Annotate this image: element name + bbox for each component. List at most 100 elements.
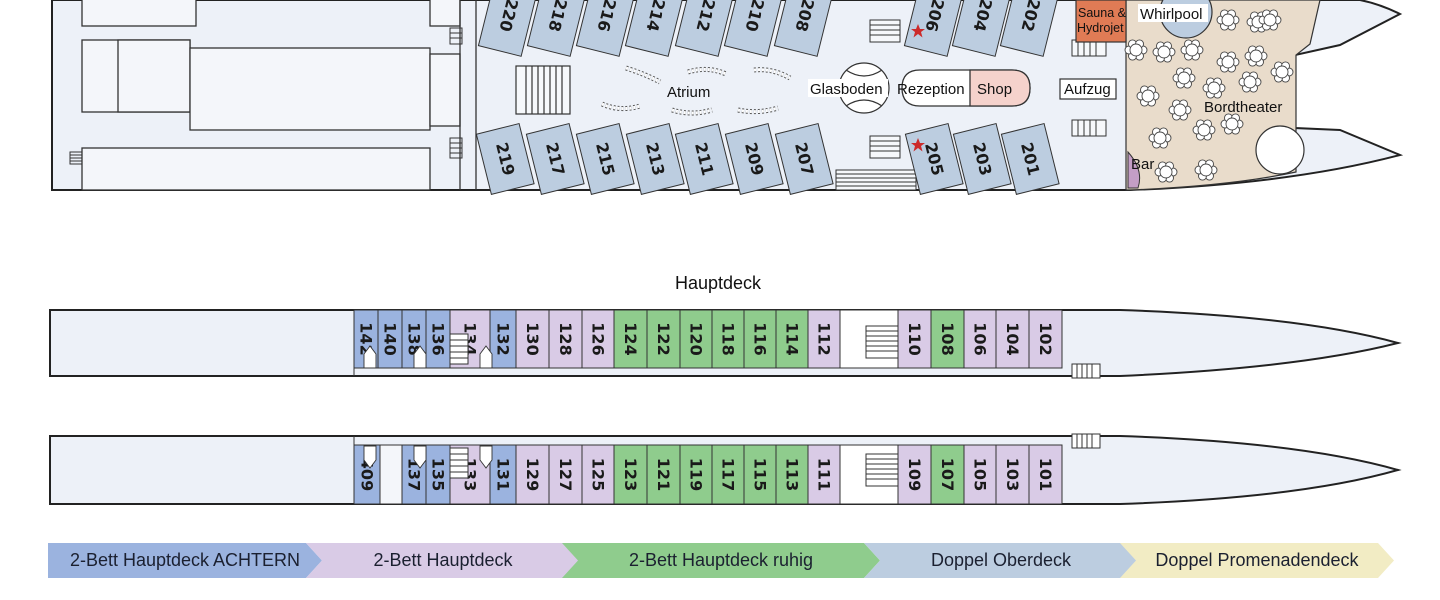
center-stairs — [835, 19, 917, 191]
cabin-121[interactable]: 121 — [646, 444, 681, 505]
cabin-103[interactable]: 103 — [995, 444, 1030, 505]
legend-hauptdeck-label: 2-Bett Hauptdeck — [373, 550, 513, 570]
cabin-201[interactable]: 201 — [1000, 122, 1060, 195]
cabin-210[interactable]: 210 — [723, 0, 786, 57]
cabin-212[interactable]: 212 — [674, 0, 737, 57]
cabin-217[interactable]: 217 — [525, 122, 585, 195]
cabin-132-box — [489, 309, 517, 369]
cabin-136[interactable]: 136 — [425, 309, 451, 369]
cabin-206[interactable]: 206 — [903, 0, 966, 57]
cabin-209[interactable]: 209 — [724, 122, 784, 195]
cabin-102[interactable]: 102 — [1028, 309, 1063, 369]
cabin-208[interactable]: 208 — [773, 0, 836, 57]
cabin-105[interactable]: 105 — [963, 444, 997, 505]
rezeption-label: Rezeption — [897, 81, 965, 98]
glasboden: Glasboden — [808, 62, 890, 114]
cabin-140[interactable]: 140 — [377, 309, 403, 369]
cabin-202[interactable]: 202 — [999, 0, 1062, 57]
theater-table — [1258, 9, 1282, 31]
cabin-129[interactable]: 129 — [515, 444, 550, 505]
cabin-214[interactable]: 214 — [624, 0, 687, 57]
cabin-number: 124 — [621, 322, 640, 355]
cabin-123-box — [613, 444, 648, 505]
cabin-220-box — [477, 0, 540, 57]
cabin-218[interactable]: 218 — [526, 0, 589, 57]
whirlpool-label: Whirlpool — [1140, 6, 1203, 23]
cabin-108-box — [930, 309, 965, 369]
cabin-128[interactable]: 128 — [548, 309, 583, 369]
cabin-110-box — [897, 309, 932, 369]
cabin-101[interactable]: 101 — [1028, 444, 1063, 505]
cabin-213-wrap: 213 — [625, 122, 685, 195]
cabin-number: 109 — [905, 458, 924, 491]
cabin-104[interactable]: 104 — [995, 309, 1030, 369]
stage-round — [1255, 125, 1305, 175]
cabin-203[interactable]: 203 — [952, 122, 1012, 195]
cabin-103-box — [995, 444, 1030, 505]
cabin-number: 131 — [494, 458, 513, 491]
cabin-118[interactable]: 118 — [711, 309, 745, 369]
theater-table — [1216, 51, 1240, 73]
cabin-216[interactable]: 216 — [575, 0, 638, 57]
cabin-116[interactable]: 116 — [743, 309, 777, 369]
cabin-135[interactable]: 135 — [425, 444, 451, 505]
cabin-number: 140 — [381, 322, 400, 355]
atrium-label: Atrium — [667, 84, 710, 101]
theater-table — [1148, 127, 1172, 149]
cabin-101-box — [1028, 444, 1063, 505]
cabin-125[interactable]: 125 — [581, 444, 615, 505]
sauna-label-1: Sauna & — [1078, 6, 1127, 20]
cabin-123[interactable]: 123 — [613, 444, 648, 505]
cabin-210-box — [723, 0, 786, 57]
cabin-122-box — [646, 309, 681, 369]
cabin-107[interactable]: 107 — [930, 444, 965, 505]
cabin-130[interactable]: 130 — [515, 309, 550, 369]
cabin-212-wrap: 212 — [674, 0, 737, 57]
theater-table — [1244, 45, 1268, 67]
cabin-113[interactable]: 113 — [775, 444, 809, 505]
cabin-124[interactable]: 124 — [613, 309, 648, 369]
legend-achtern-label: 2-Bett Hauptdeck ACHTERN — [69, 550, 301, 570]
cabin-112[interactable]: 112 — [807, 309, 841, 369]
cabin-115-box — [743, 444, 777, 505]
cabin-211[interactable]: 211 — [674, 122, 734, 195]
suite-206-star-icon — [911, 24, 925, 38]
cabin-106[interactable]: 106 — [963, 309, 997, 369]
cabin-127[interactable]: 127 — [548, 444, 583, 505]
cabin-102-box — [1028, 309, 1063, 369]
cabin-109[interactable]: 109 — [897, 444, 932, 505]
cabin-115[interactable]: 115 — [743, 444, 777, 505]
cabin-219[interactable]: 219 — [475, 122, 535, 195]
sauna-room — [1075, 0, 1127, 43]
theater-table — [1152, 41, 1176, 63]
cabin-108[interactable]: 108 — [930, 309, 965, 369]
cabin-114[interactable]: 114 — [775, 309, 809, 369]
cabin-110[interactable]: 110 — [897, 309, 932, 369]
cabin-131[interactable]: 131 — [489, 444, 517, 505]
cabin-202-wrap: 202 — [999, 0, 1062, 57]
cabin-213[interactable]: 213 — [625, 122, 685, 195]
cabin-120[interactable]: 120 — [679, 309, 713, 369]
cabin-129-box — [515, 444, 550, 505]
cabin-number: 135 — [429, 458, 448, 491]
cabin-111[interactable]: 111 — [807, 444, 841, 505]
cabin-number: 103 — [1003, 458, 1022, 491]
cabin-205[interactable]: 205 — [904, 122, 964, 195]
cabin-204[interactable]: 204 — [951, 0, 1014, 57]
cabin-201-box — [1000, 122, 1060, 195]
cabin-206-wrap: 206 — [903, 0, 966, 57]
cabin-119[interactable]: 119 — [679, 444, 713, 505]
cabin-number: 128 — [556, 322, 575, 355]
cabin-207[interactable]: 207 — [774, 122, 834, 195]
main-bottom-stairs — [449, 433, 1101, 505]
cabin-126[interactable]: 126 — [581, 309, 615, 369]
cabin-220[interactable]: 220 — [477, 0, 540, 57]
cabin-218-box — [526, 0, 589, 57]
cabin-122[interactable]: 122 — [646, 309, 681, 369]
legend-ruhig-label: 2-Bett Hauptdeck ruhig — [628, 550, 814, 570]
cabin-209-box — [724, 122, 784, 195]
cabin-215[interactable]: 215 — [575, 122, 635, 195]
cabin-117[interactable]: 117 — [711, 444, 745, 505]
cabin-number: 108 — [938, 322, 957, 355]
cabin-132[interactable]: 132 — [489, 309, 517, 369]
